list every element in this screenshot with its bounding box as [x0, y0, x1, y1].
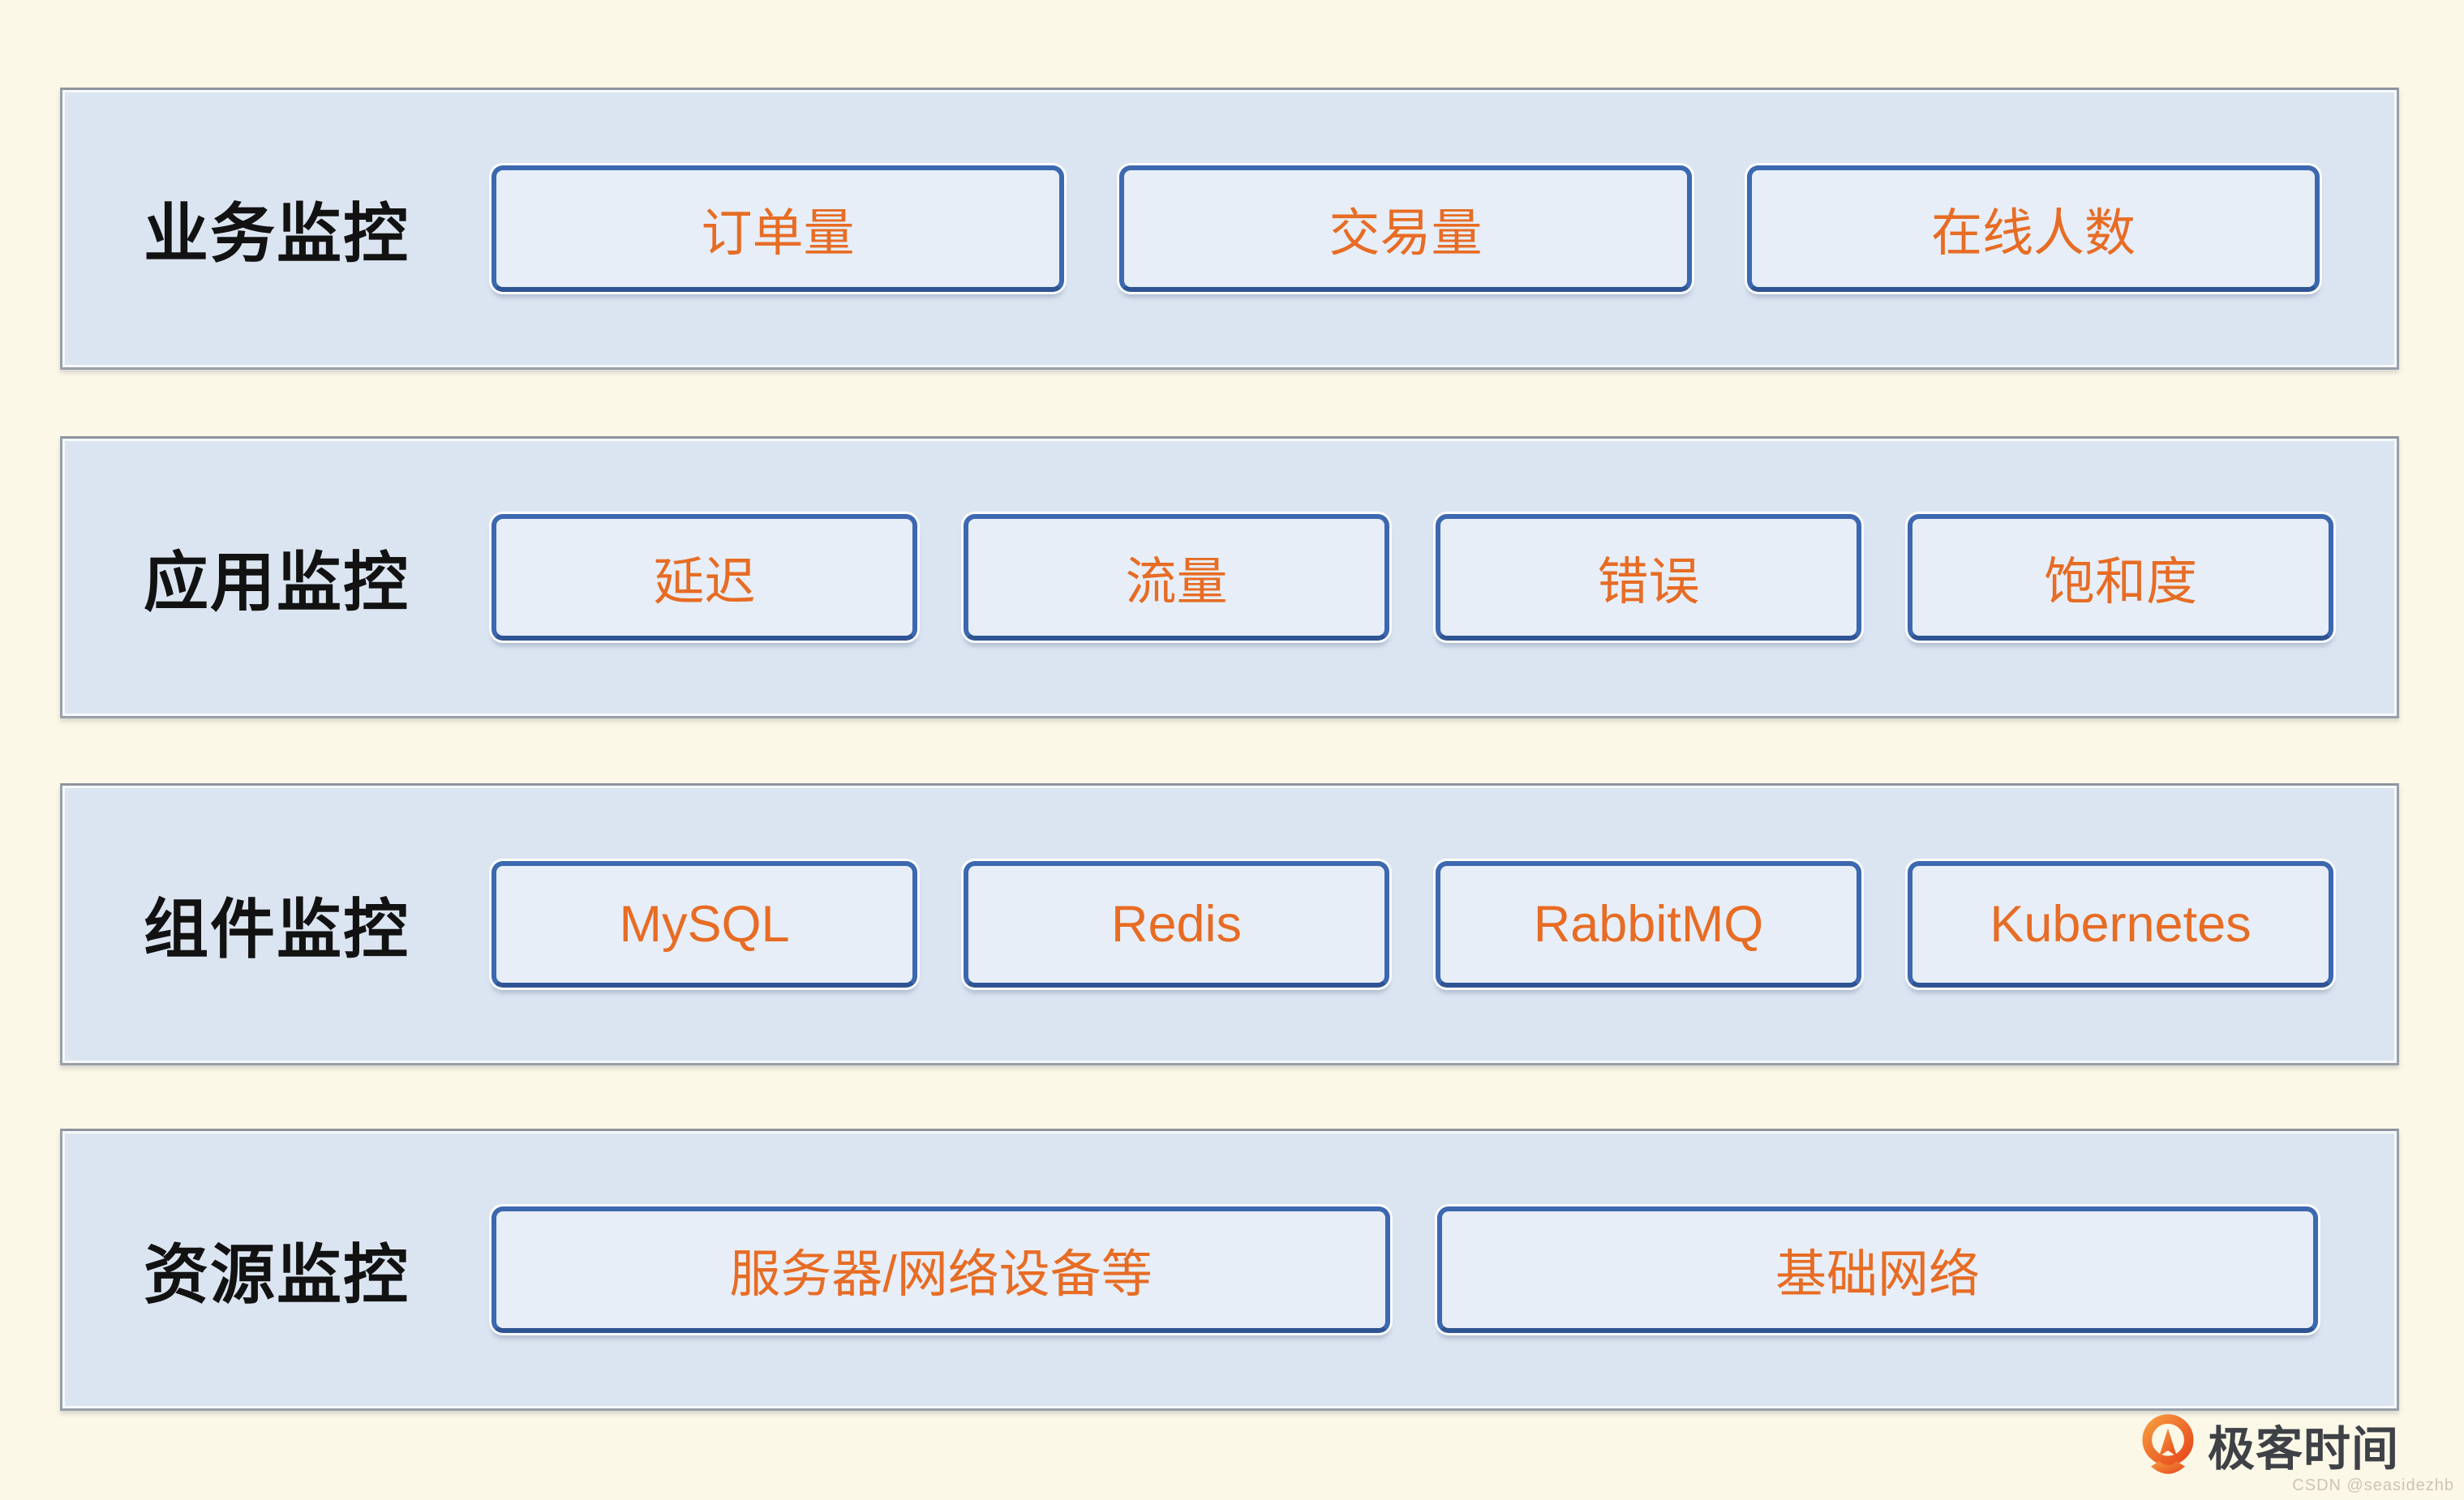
metric-button: 交易量 [1119, 165, 1692, 292]
metric-label: 错误 [1597, 553, 1700, 611]
metric-button-group: 延迟 流量 错误 饱和度 [492, 514, 2333, 641]
metric-label: RabbitMQ [1533, 896, 1764, 953]
geektime-logo: 极客时间 [2140, 1411, 2399, 1479]
band-label: 组件监控 [144, 894, 410, 966]
metric-button: 在线人数 [1747, 165, 2320, 292]
metric-label: 基础网络 [1775, 1245, 1980, 1303]
metric-button: 延迟 [492, 514, 917, 641]
band-component-monitoring: 组件监控 MySQL Redis RabbitMQ Kubernetes [60, 783, 2399, 1065]
metric-button: 基础网络 [1437, 1206, 2318, 1333]
metric-label: 服务器/网络设备等 [729, 1245, 1153, 1303]
metric-button: 饱和度 [1908, 514, 2333, 641]
metric-button: RabbitMQ [1436, 861, 1861, 988]
metric-button-group: 订单量 交易量 在线人数 [492, 165, 2320, 292]
metric-button-group: 服务器/网络设备等 基础网络 [492, 1206, 2318, 1333]
metric-button-group: MySQL Redis RabbitMQ Kubernetes [492, 861, 2333, 988]
metric-button: 订单量 [492, 165, 1064, 292]
metric-label: 在线人数 [1931, 204, 2136, 262]
geektime-pin-icon [2140, 1412, 2196, 1478]
band-business-monitoring: 业务监控 订单量 交易量 在线人数 [60, 88, 2399, 370]
metric-label: 延迟 [653, 553, 756, 611]
metric-label: Redis [1110, 896, 1243, 953]
band-label: 应用监控 [144, 546, 410, 619]
metric-button: 流量 [964, 514, 1389, 641]
metric-button: 服务器/网络设备等 [492, 1206, 1390, 1333]
band-label: 资源监控 [144, 1239, 410, 1311]
metric-label: 饱和度 [2044, 553, 2197, 611]
metric-label: 流量 [1125, 553, 1228, 611]
geektime-logo-text: 极客时间 [2208, 1423, 2400, 1476]
metric-label: 交易量 [1329, 204, 1483, 262]
metric-label: MySQL [619, 896, 790, 953]
metric-button: 错误 [1436, 514, 1861, 641]
band-label: 业务监控 [144, 198, 410, 270]
metric-label: Kubernetes [1990, 896, 2252, 953]
metric-button: MySQL [492, 861, 917, 988]
metric-button: Redis [964, 861, 1389, 988]
band-application-monitoring: 应用监控 延迟 流量 错误 饱和度 [60, 436, 2399, 718]
csdn-watermark: CSDN @seasidezhb [2292, 1476, 2454, 1494]
metric-label: 订单量 [701, 204, 855, 262]
band-resource-monitoring: 资源监控 服务器/网络设备等 基础网络 [60, 1129, 2399, 1411]
metric-button: Kubernetes [1908, 861, 2333, 988]
